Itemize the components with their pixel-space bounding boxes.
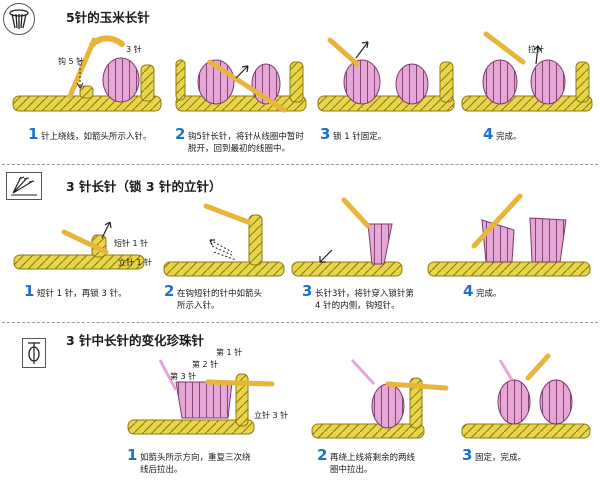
s2-step3-caption: 长针3针，将针穿入锁针第 4 针的内侧，钩短针。 bbox=[315, 289, 414, 311]
label-short: 短针 1 针 bbox=[114, 239, 149, 248]
pearl-stitch-symbol bbox=[22, 338, 46, 368]
s1-step4-illustration bbox=[461, 31, 593, 112]
label-three: 3 针 bbox=[126, 45, 142, 54]
section-2-title: 3 针长针（锁 3 针的立针） bbox=[66, 179, 222, 194]
s3-step2-illustration bbox=[311, 358, 449, 439]
s1-step4-number: 4 bbox=[483, 125, 494, 143]
s1-step3-number: 3 bbox=[320, 125, 331, 143]
divider-1 bbox=[2, 164, 598, 165]
s3-step3-illustration bbox=[461, 353, 591, 439]
corn-stitch-symbol bbox=[3, 3, 35, 35]
s3-step2-number: 2 bbox=[317, 446, 328, 464]
s2-step4-number: 4 bbox=[463, 282, 474, 300]
s3-step3-caption: 固定，完成。 bbox=[475, 453, 527, 463]
fan-stitch-symbol bbox=[6, 172, 42, 200]
s2-step3-number: 3 bbox=[302, 282, 313, 300]
section-1-title: 5针的玉米长针 bbox=[66, 10, 150, 25]
divider-2 bbox=[2, 322, 598, 323]
s2-step4-caption: 完成。 bbox=[476, 289, 502, 299]
s1-step3-caption: 锁 1 针固定。 bbox=[333, 132, 387, 142]
s1-step2-illustration bbox=[175, 59, 307, 113]
s2-step1-caption: 短针 1 针，再锁 3 针。 bbox=[37, 289, 127, 299]
s1-step2-number: 2 bbox=[175, 125, 186, 143]
s2-step3-illustration bbox=[291, 197, 403, 277]
pearl-stitch-symbol-icon bbox=[28, 342, 40, 364]
s3-step2-caption: 再绕上线将剩余的两线 圈中拉出。 bbox=[330, 453, 416, 475]
s2-step2-caption: 在钩短针的针中如箭头 所示入针。 bbox=[177, 289, 263, 311]
s2-step4-illustration bbox=[427, 193, 591, 277]
s3-step1-illustration bbox=[127, 359, 275, 435]
label-stand: 立针 1 针 bbox=[118, 258, 153, 267]
label-second: 第 2 针 bbox=[192, 360, 219, 369]
s1-step1-number: 1 bbox=[28, 125, 39, 143]
label-first: 第 1 针 bbox=[216, 348, 243, 357]
s1-step1-caption: 针上绕线，如箭头所示入针。 bbox=[41, 132, 152, 142]
label-pull: 拉针 bbox=[528, 45, 544, 54]
s3-step1-caption: 如箭头所示方向，重复三次绕 线后拉出。 bbox=[140, 453, 251, 475]
s1-step2-caption: 钩5针长针，将针从线圈中暂时 脱开，回到最初的线圈中。 bbox=[188, 132, 304, 154]
corn-stitch-symbol-icon bbox=[9, 9, 29, 29]
s1-step1-illustration bbox=[12, 35, 162, 112]
s2-step1-number: 1 bbox=[24, 282, 35, 300]
s3-step3-number: 3 bbox=[462, 446, 473, 464]
label-hook5: 钩 5 针 bbox=[58, 57, 85, 66]
label-stand3: 立针 3 针 bbox=[254, 411, 289, 420]
s2-step2-illustration bbox=[163, 203, 285, 277]
s2-step1-illustration bbox=[13, 221, 145, 270]
s2-step2-number: 2 bbox=[164, 282, 175, 300]
fan-stitch-symbol-icon bbox=[11, 176, 37, 196]
section-3-title: 3 针中长针的变化珍珠针 bbox=[66, 333, 205, 348]
s3-step1-number: 1 bbox=[127, 446, 138, 464]
s1-step4-caption: 完成。 bbox=[496, 132, 522, 142]
s1-step3-illustration bbox=[317, 37, 455, 112]
label-third: 第 3 针 bbox=[170, 372, 197, 381]
